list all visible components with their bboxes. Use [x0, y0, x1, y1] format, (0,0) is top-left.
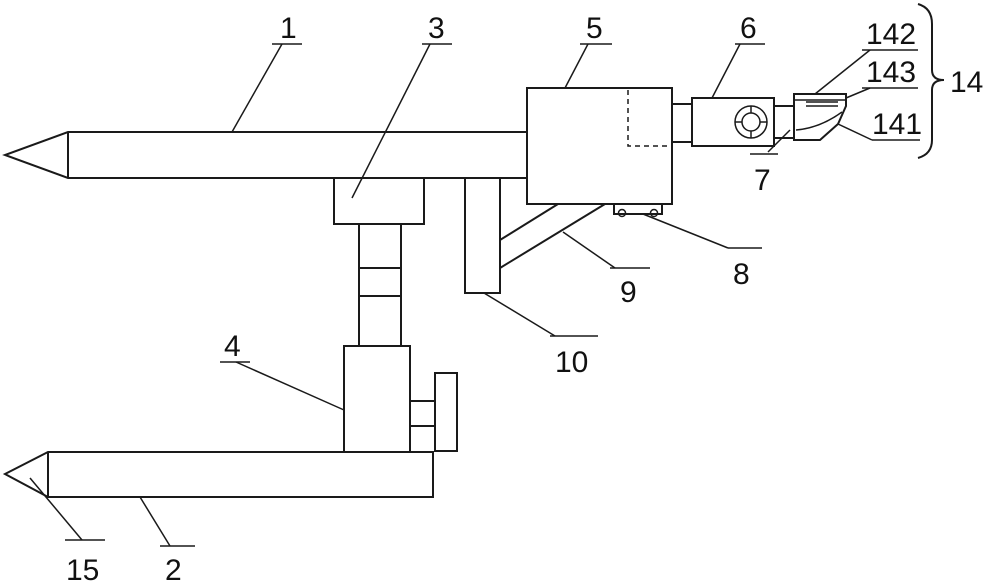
- knob-stem: [409, 400, 436, 427]
- clamp-sleeve: [343, 345, 458, 453]
- knob: [434, 372, 458, 452]
- label-143: 143: [866, 56, 916, 89]
- housing-feet: [613, 203, 663, 218]
- label-6: 6: [740, 12, 757, 45]
- label-9: 9: [620, 276, 637, 309]
- bracket-14: [917, 3, 945, 159]
- label-5: 5: [586, 12, 603, 45]
- motor-unit: [671, 97, 795, 147]
- label-1: 1: [280, 12, 297, 45]
- vertical-post: [464, 177, 501, 294]
- nozzle-assembly: [793, 93, 847, 141]
- label-7: 7: [754, 164, 771, 197]
- label-141: 141: [872, 108, 922, 141]
- upper-rod: [2, 131, 528, 179]
- support-struts: [499, 203, 606, 269]
- main-housing: [526, 87, 673, 205]
- label-14: 14: [950, 66, 983, 99]
- label-142: 142: [866, 18, 916, 51]
- label-4: 4: [224, 330, 241, 363]
- connector-block: [333, 177, 425, 225]
- label-10: 10: [555, 346, 588, 379]
- label-8: 8: [733, 258, 750, 291]
- label-2: 2: [165, 554, 182, 587]
- label-3: 3: [428, 12, 445, 45]
- leader-lines: [29, 43, 920, 547]
- telescopic-column: [358, 223, 402, 347]
- lower-rod: [2, 451, 434, 498]
- label-15: 15: [66, 554, 99, 587]
